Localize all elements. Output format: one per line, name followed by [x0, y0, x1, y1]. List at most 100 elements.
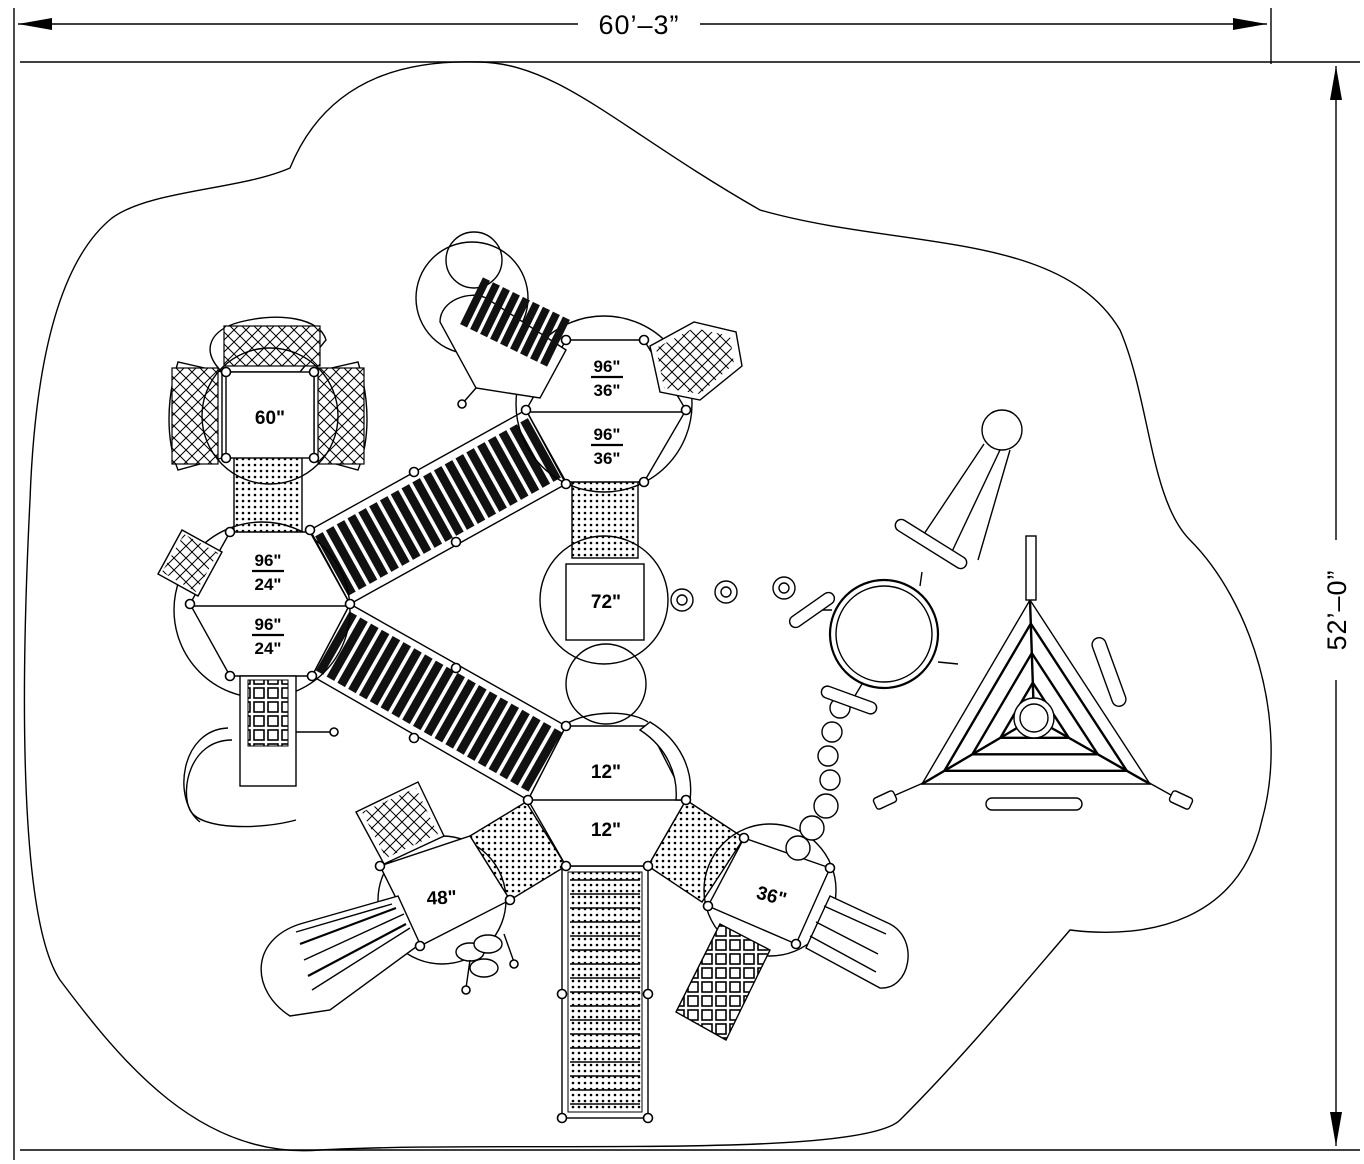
bridge-slat — [455, 454, 497, 518]
net-rope — [970, 650, 1101, 756]
post-node — [224, 526, 236, 538]
slide-step — [530, 311, 560, 362]
spinner-ring — [788, 571, 959, 715]
bridge-upper-diagonal — [309, 409, 567, 605]
bridge-slat — [380, 648, 422, 712]
deck-bottom-left-label: 48" — [426, 887, 457, 910]
post-node — [520, 404, 532, 416]
bridge-slat — [488, 709, 530, 774]
bridge-slat — [466, 448, 507, 512]
bridge-slat — [498, 430, 540, 494]
bridge-slat — [412, 666, 455, 731]
deck-bottom-left-group: 48" — [260, 781, 519, 1017]
post-node — [450, 536, 462, 548]
slide-step — [500, 296, 530, 348]
bridge-slat — [444, 460, 486, 524]
bridge-slat — [402, 660, 444, 724]
post-node — [560, 478, 572, 490]
walkway-top-left — [233, 455, 303, 539]
post-node — [638, 476, 650, 488]
net-rope — [1033, 716, 1151, 786]
bridge-slat — [509, 424, 551, 488]
bridge-slat — [379, 496, 421, 560]
bridge-slat — [434, 679, 476, 743]
bridge-lower-diagonal — [311, 603, 567, 801]
bridge-slat — [477, 442, 518, 506]
pod-3 — [772, 576, 796, 600]
bridge-slat — [423, 472, 464, 536]
post-node — [308, 452, 320, 464]
post-node — [556, 988, 568, 1000]
deck-bottom-right-group: 36" — [675, 793, 909, 1041]
deck-center-label: 72" — [591, 592, 621, 613]
deck-hub-group: 12" 12" — [527, 712, 692, 867]
bridge-slat — [510, 722, 552, 786]
post-node — [220, 366, 232, 378]
arrow-down-icon — [1330, 1112, 1342, 1146]
bridge-slat — [315, 611, 358, 675]
bridge-slat — [348, 629, 390, 694]
height-dimension-label: 52’–0” — [1322, 569, 1352, 650]
arrow-up-icon — [1330, 66, 1342, 100]
deck-top-left-label: 60" — [255, 408, 285, 429]
post-node — [642, 860, 654, 872]
bridge-slat — [358, 508, 399, 572]
arrow-left-icon — [18, 18, 52, 30]
bridge-slat — [520, 728, 563, 792]
bridge-slat — [325, 526, 367, 590]
post-node — [504, 894, 516, 906]
width-dimension-label: 60’–3” — [598, 10, 679, 40]
post-node — [702, 900, 714, 912]
slide-step — [520, 306, 550, 357]
post-node — [560, 334, 572, 346]
bridge-slat — [520, 418, 561, 482]
deck-left-lower-den: 24" — [255, 639, 282, 658]
post-node — [560, 860, 572, 872]
post-node — [790, 938, 802, 950]
deck-top-center-upper-num: 96" — [594, 357, 621, 376]
post-node — [304, 524, 316, 536]
post-node — [642, 988, 654, 1000]
post-node — [414, 940, 426, 952]
post-node — [738, 832, 750, 844]
bridge-slat — [336, 520, 378, 584]
walkway-top-center — [571, 479, 639, 559]
slide-step — [540, 316, 570, 367]
deck-top-left-group: 60" — [168, 316, 368, 485]
pod-2 — [714, 580, 738, 604]
bridge-slat — [499, 715, 541, 780]
slide-step — [470, 282, 500, 333]
post-node — [374, 860, 386, 872]
bridge-slat — [401, 484, 443, 548]
net-rope — [921, 716, 1035, 786]
post-node — [408, 732, 420, 744]
post-node — [450, 662, 462, 674]
post-node — [220, 452, 232, 464]
post-node — [308, 366, 320, 378]
bridge-slat — [337, 623, 379, 688]
post-node — [184, 598, 196, 610]
bridge-slat — [466, 697, 509, 761]
bridge-slat — [326, 617, 368, 681]
connection-nodes — [184, 334, 836, 1124]
deck-top-center-lower-num: 96" — [594, 425, 621, 444]
bridge-slat — [456, 691, 498, 755]
net-rope — [942, 621, 1130, 772]
slide-step — [490, 292, 520, 343]
post-node — [522, 794, 534, 806]
post-node — [556, 1112, 568, 1124]
post-node — [224, 670, 236, 682]
deck-hub-upper-label: 12" — [591, 762, 621, 783]
post-node — [344, 598, 356, 610]
bridge-slat — [390, 490, 432, 554]
bridge-slat — [487, 436, 529, 500]
deck-center — [565, 563, 645, 641]
deck-hub-lower-label: 12" — [591, 820, 621, 841]
deck-top-center-lower-den: 36" — [594, 449, 621, 468]
bridge-slat — [358, 635, 401, 700]
slide-step — [510, 301, 540, 352]
bridge-bottom-vertical — [561, 865, 649, 1119]
post-node — [680, 794, 692, 806]
slide-step — [480, 287, 510, 338]
